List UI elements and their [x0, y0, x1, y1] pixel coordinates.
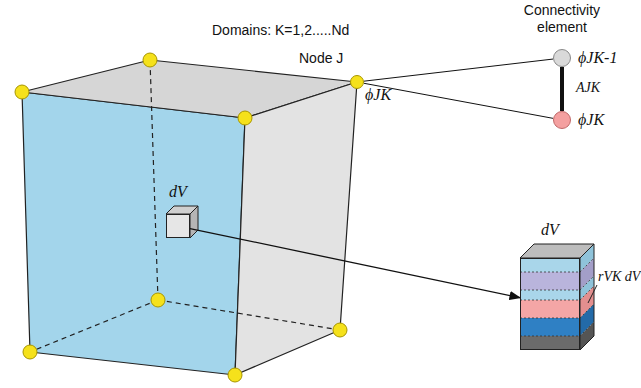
connectivity-title: Connectivity element: [512, 2, 612, 36]
yellow-node: [238, 111, 252, 125]
node-potential: ϕJK: [365, 86, 391, 103]
source-term-label: rVK dV: [598, 268, 640, 285]
cube-side: [190, 206, 198, 238]
layered-volume-box: dV: [520, 258, 580, 350]
mesh-node: Node JϕJK: [350, 75, 364, 89]
hexahedron: [22, 60, 357, 375]
layer-line: [520, 304, 594, 318]
volume-label: dV: [541, 221, 559, 238]
right-face: [235, 82, 357, 375]
layer: [520, 272, 580, 290]
domain-node: ϕJK-1: [553, 49, 571, 67]
layer: [520, 290, 580, 300]
hidden-edge: [158, 300, 340, 330]
node-name: Node J: [299, 50, 343, 67]
layer: [520, 300, 580, 318]
yellow-node: [23, 345, 37, 359]
volume-side-outline: [580, 244, 594, 350]
edge-label: AJK: [576, 79, 600, 96]
connectivity-element: [560, 67, 564, 111]
potential-label: ϕJK-1: [578, 49, 617, 66]
hidden-edge: [30, 300, 158, 352]
domain-node: ϕJK: [553, 111, 571, 129]
yellow-node: [15, 85, 29, 99]
layer: [520, 258, 580, 272]
leader-line: [588, 285, 597, 303]
layer-line: [520, 322, 594, 336]
hidden-edge: [150, 60, 158, 300]
small-cube: [166, 206, 198, 238]
layer: [520, 318, 580, 336]
yellow-node: [333, 323, 347, 337]
element-nodes: [15, 53, 347, 382]
volume-element: dV: [166, 214, 190, 238]
side-layer: [580, 322, 594, 350]
yellow-node: [143, 53, 157, 67]
layer: [520, 336, 580, 350]
layer-line: [520, 258, 594, 272]
domains-label: Domains: K=1,2.....Nd: [212, 22, 349, 39]
layer-line: [520, 286, 594, 300]
yellow-node: [228, 368, 242, 382]
connectivity-line: [364, 83, 553, 118]
layer-lines: [520, 258, 594, 336]
zoom-arrow: [190, 229, 520, 298]
layer-line: [520, 276, 594, 290]
yellow-node: [151, 293, 165, 307]
connectivity-line: [364, 59, 553, 81]
layered-volume: [520, 244, 597, 350]
potential-label: ϕJK: [578, 111, 604, 128]
volume-label: dV: [169, 183, 187, 200]
